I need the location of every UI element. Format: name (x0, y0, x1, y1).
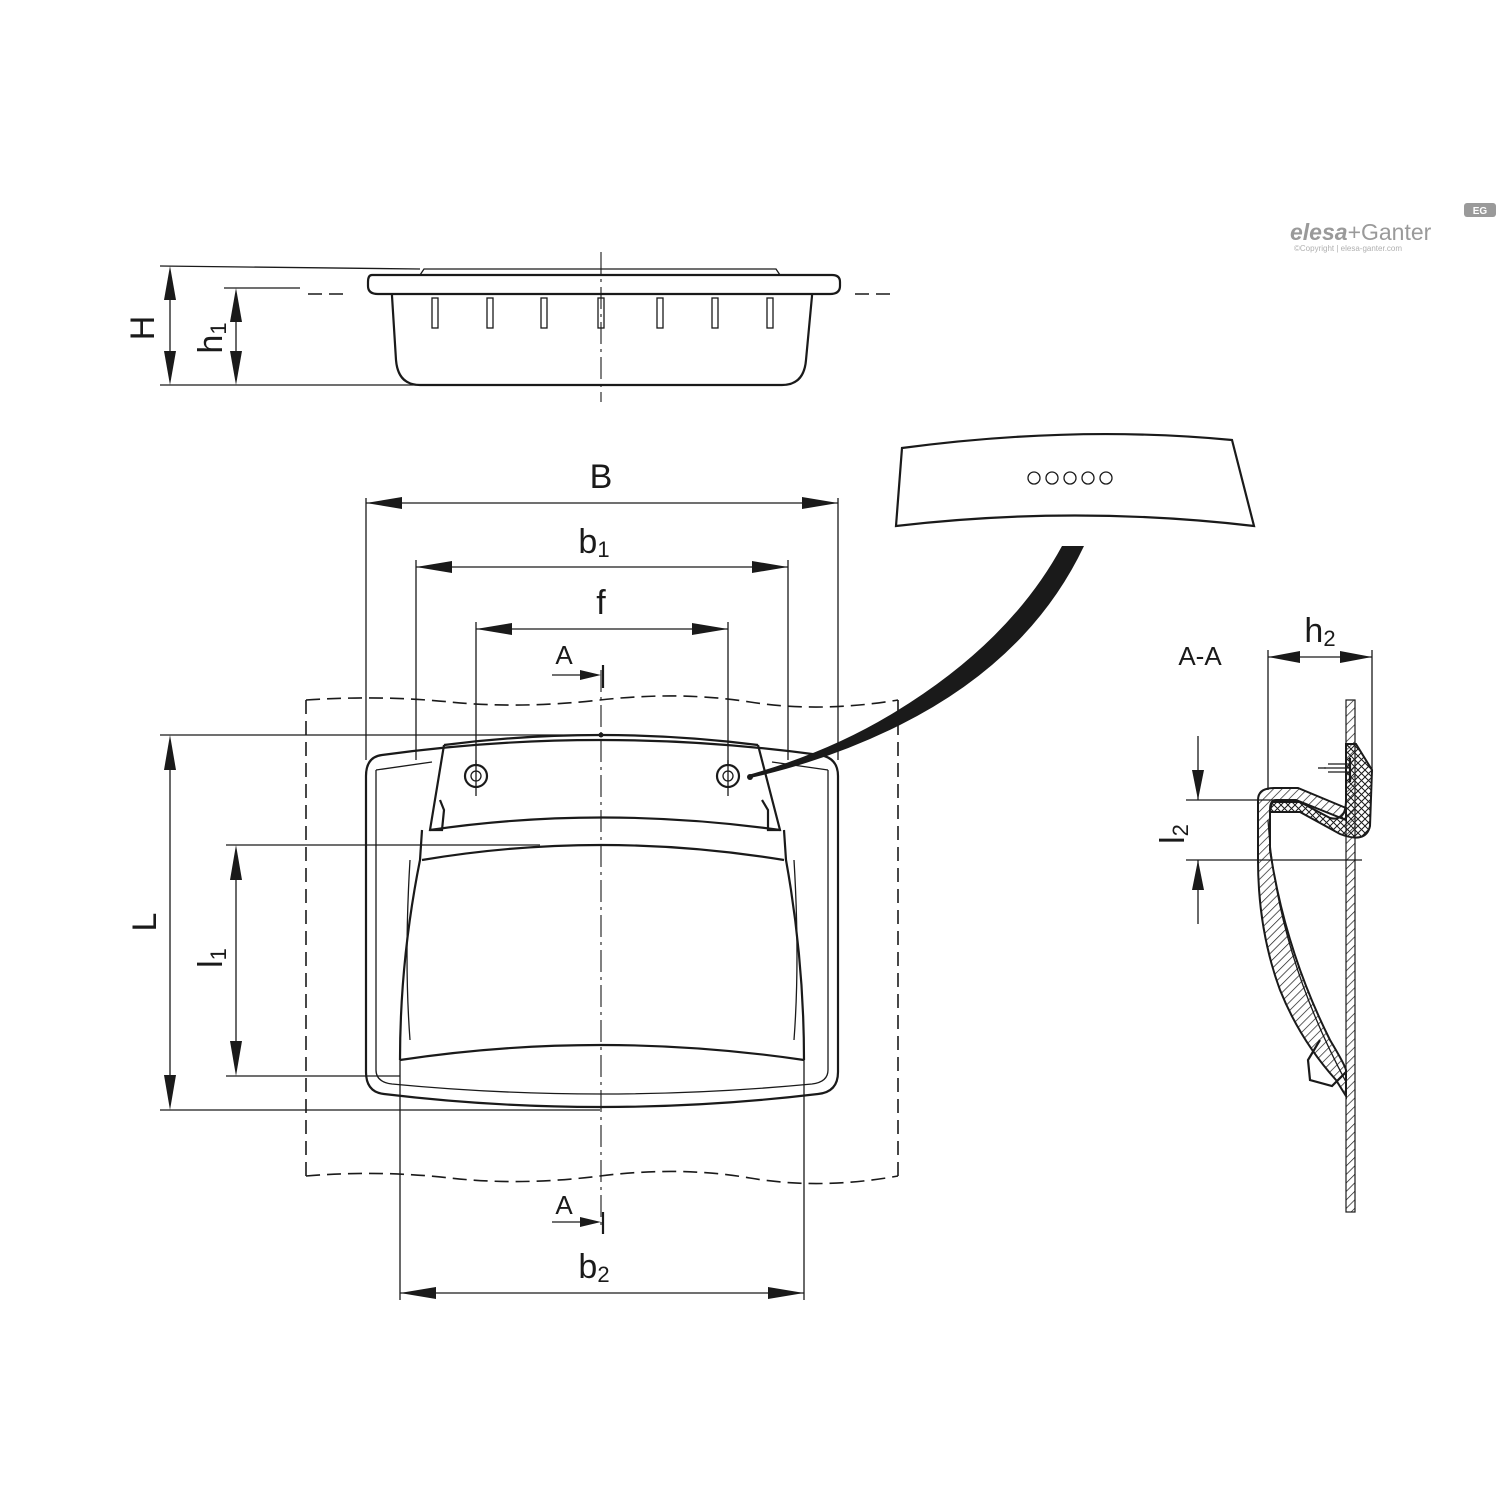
dim-l2-label: l2 (1154, 824, 1193, 844)
section-title: A-A (1178, 641, 1222, 671)
side-view (159, 252, 897, 402)
dim-h2-label: h2 (1304, 612, 1335, 651)
front-view (160, 497, 899, 1300)
dim-B-label: B (590, 458, 613, 496)
detail-view (747, 433, 1256, 780)
dim-L-label: L (126, 913, 164, 932)
dim-f-label: f (596, 584, 606, 622)
logo-copyright: ©Copyright | elesa-ganter.com (1294, 244, 1402, 253)
dim-H-label: H (124, 316, 162, 341)
dim-h1-label: h1 (192, 322, 231, 353)
dim-b1-label: b1 (578, 523, 609, 562)
dim-l1-label: l1 (192, 948, 231, 968)
logo-name: elesa+Ganter (1290, 219, 1432, 245)
brand-logo: elesa+Ganter EG ©Copyright | elesa-gante… (1290, 203, 1496, 253)
section-view (1186, 650, 1374, 1213)
logo-badge-box (1464, 203, 1496, 217)
dim-b2-label: b2 (578, 1248, 609, 1287)
section-A-top-label: A (555, 640, 573, 670)
logo-badge: EG (1473, 206, 1488, 217)
section-A-bottom-label: A (555, 1190, 573, 1220)
